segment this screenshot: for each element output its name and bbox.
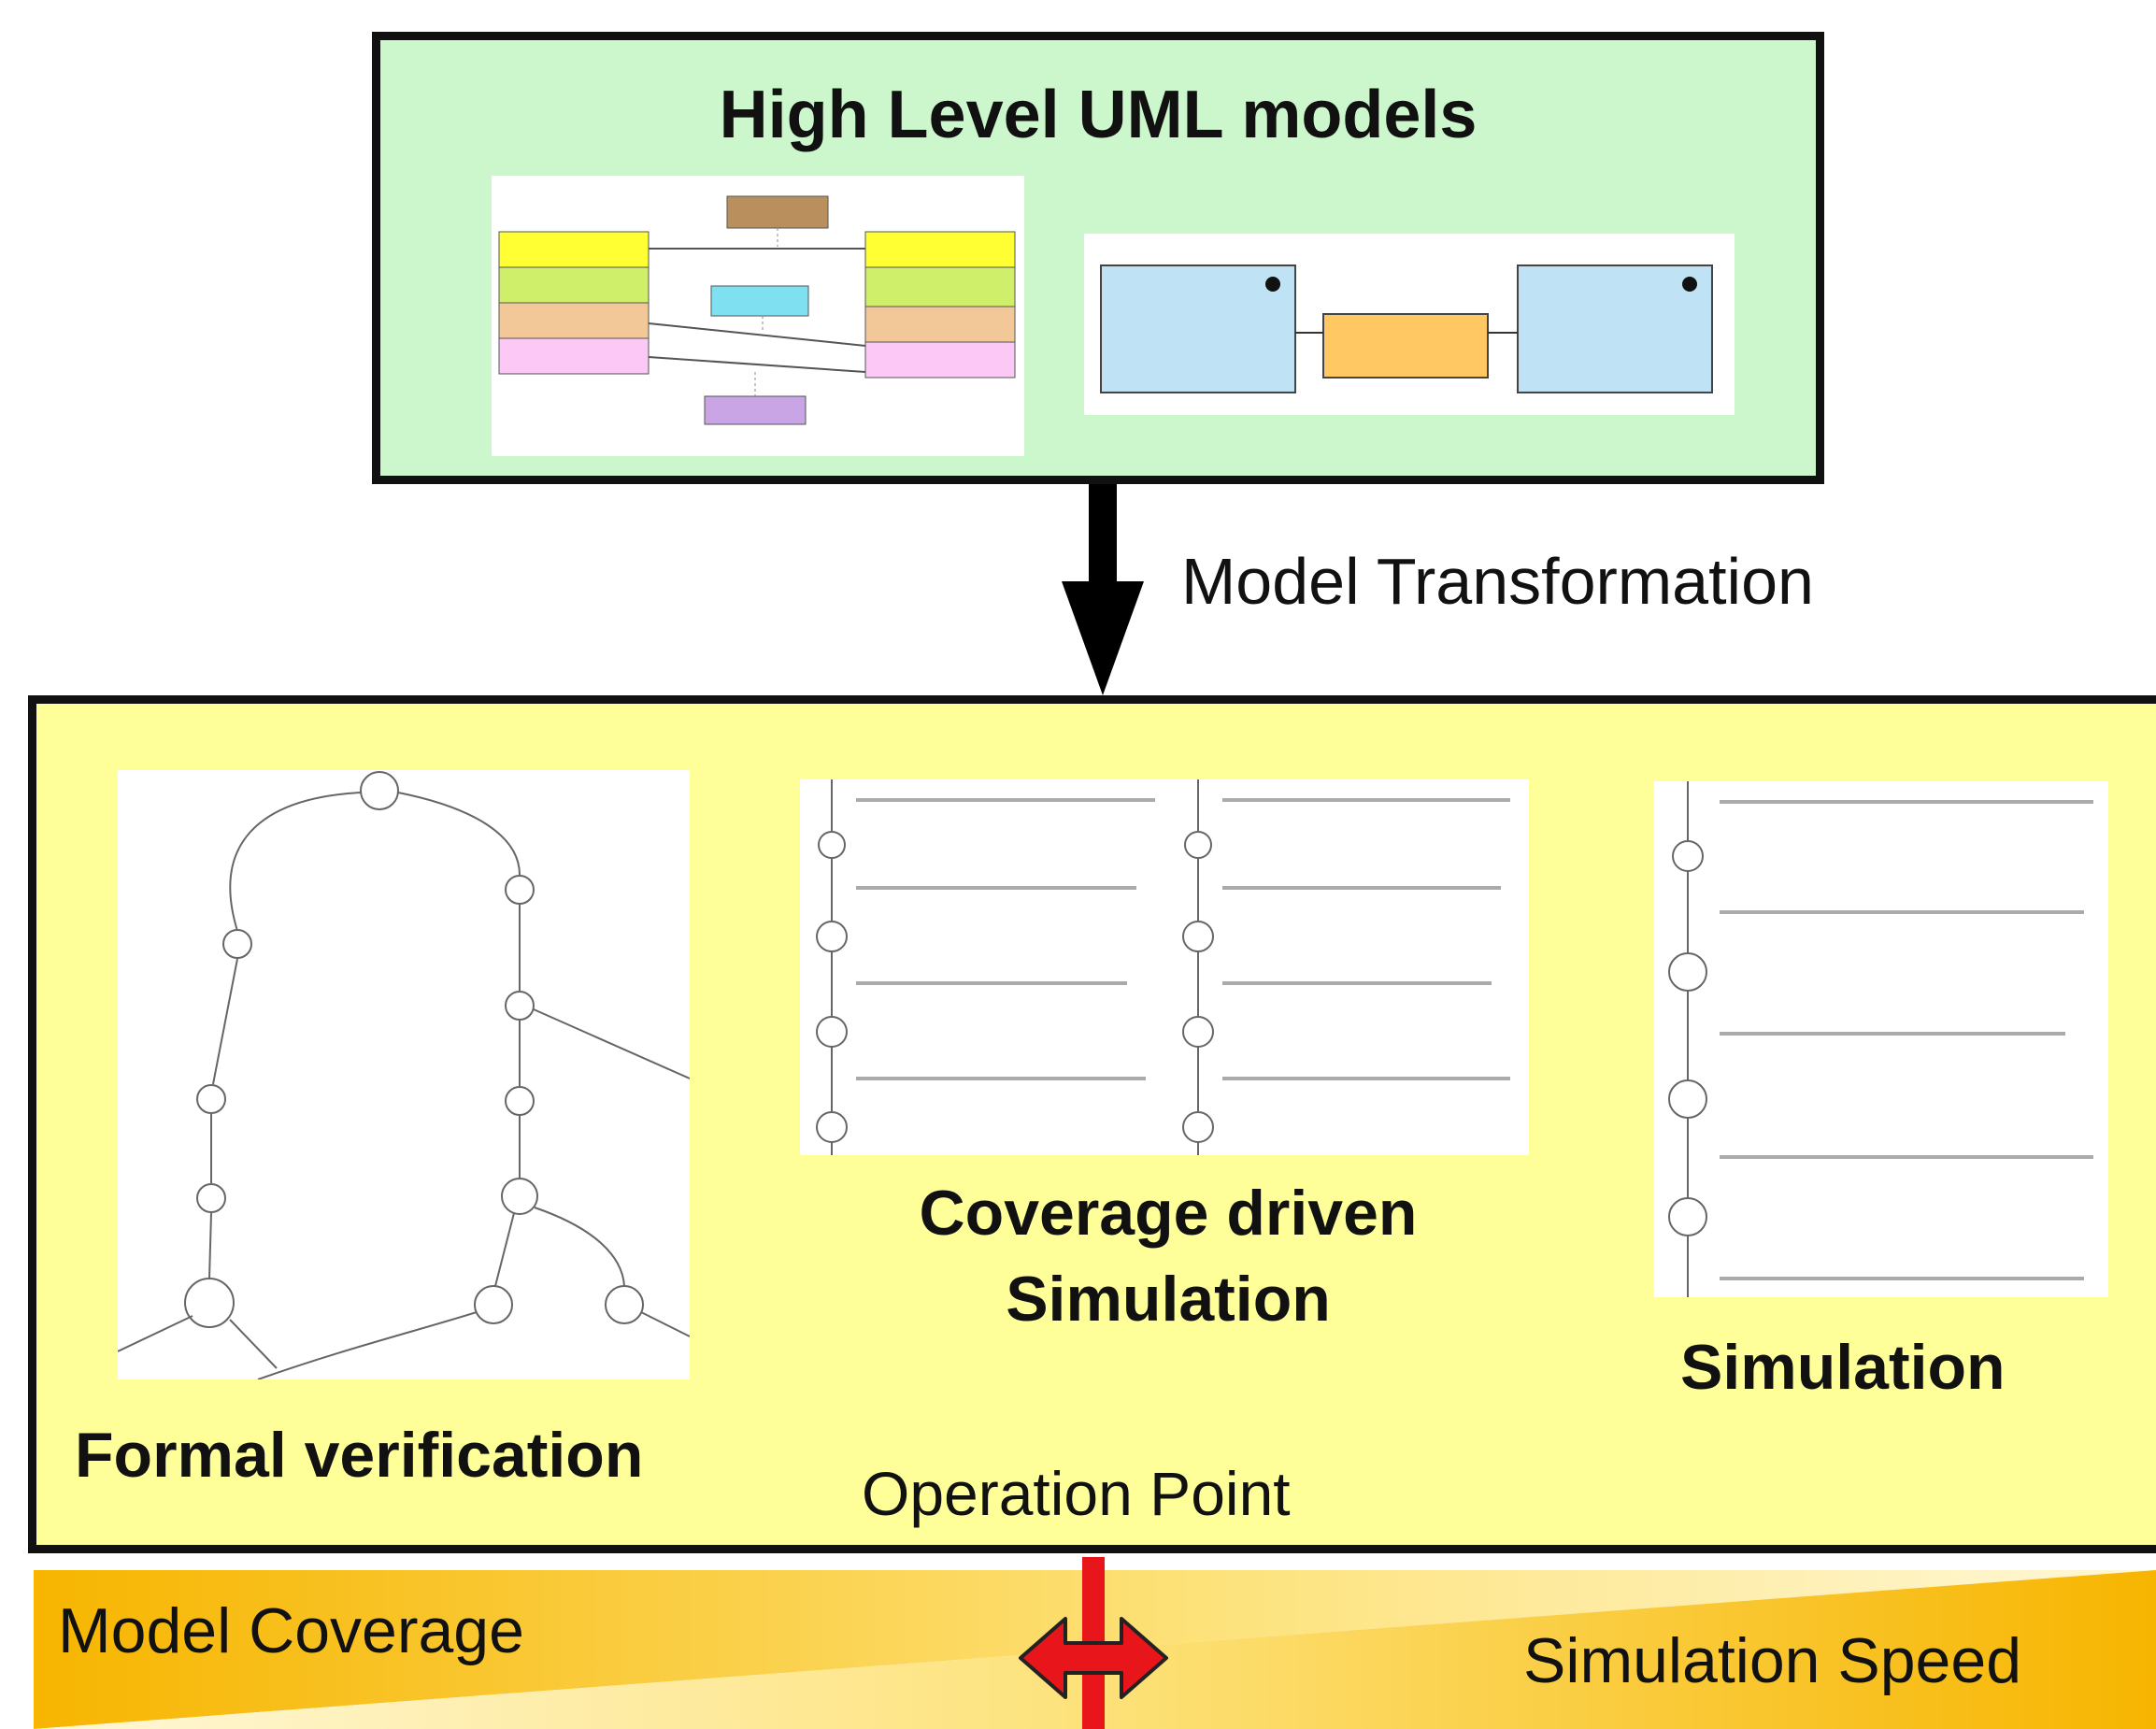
transformation-arrow — [1062, 484, 1144, 695]
formal-verification-graph — [118, 770, 690, 1379]
uml-deployment-diagram-thumbnail — [1084, 234, 1735, 415]
uml-models-title: High Level UML models — [719, 78, 1478, 152]
formal-verification-label: Formal verification — [75, 1420, 644, 1491]
uml-class-diagram-thumbnail — [492, 176, 1024, 456]
coverage-simulation-label: Coverage driven Simulation — [919, 1178, 1418, 1335]
operation-point-label: Operation Point — [862, 1459, 1291, 1528]
model-transformation-label: Model Transformation — [1181, 545, 1814, 618]
simulation-label: Simulation — [1680, 1332, 2006, 1403]
simulation-graph — [1654, 781, 2108, 1297]
coverage-simulation-graph — [800, 779, 1529, 1155]
operation-point-marker — [1019, 1557, 1168, 1729]
simulation-speed-label: Simulation Speed — [1523, 1625, 2022, 1696]
model-coverage-label: Model Coverage — [58, 1595, 524, 1666]
